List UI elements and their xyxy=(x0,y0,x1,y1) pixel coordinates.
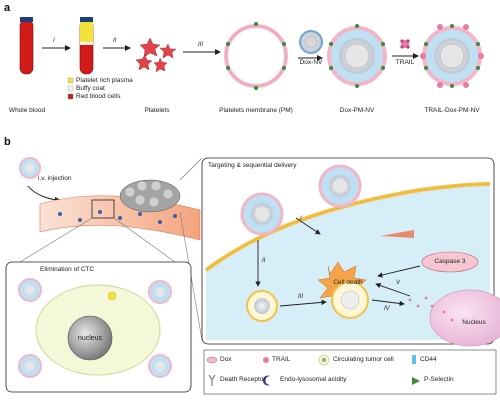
platelet-membrane-vesicle xyxy=(224,22,288,90)
roman-ii: II xyxy=(262,258,266,264)
platelets-cluster xyxy=(135,37,177,73)
roman-v: V xyxy=(396,280,401,286)
arrow-v xyxy=(375,282,411,297)
signal-wedge xyxy=(380,230,414,238)
cell-death-label: Cell death xyxy=(333,279,363,286)
caspase-to-death-arrow xyxy=(377,265,421,278)
legend-acidity-label: Endo-lysosomal acidity xyxy=(280,376,347,383)
legend-rbc-label: Red blood cells xyxy=(76,93,121,100)
trail-dox-pm-nv-label: TRAIL-Dox-PM-NV xyxy=(424,107,480,114)
legend-swatch-prp xyxy=(67,77,74,84)
p-selectin-icon xyxy=(412,377,420,385)
step-ii-label: II xyxy=(113,38,117,44)
zoom-line-top xyxy=(179,157,203,181)
targeting-box-title: Targeting & sequential delivery xyxy=(208,162,297,169)
roman-iii: III xyxy=(298,294,304,300)
membrane-label: Platelets membrane (PM) xyxy=(219,107,293,114)
dox-icon xyxy=(206,356,218,364)
membrane-bound-particles xyxy=(240,164,362,236)
tumor-cell-icon xyxy=(318,354,330,366)
caspase-label: Caspase 3 xyxy=(434,258,466,265)
trail-icon xyxy=(263,357,269,363)
death-receptor-icon xyxy=(208,374,216,386)
dox-pm-nv-label: Dox-PM-NV xyxy=(339,107,375,114)
platelets-label: Platelets xyxy=(144,107,170,114)
small-nucleus-label: nucleus xyxy=(77,335,103,342)
legend-swatch-rbc xyxy=(67,93,74,100)
trail-molecule-icon xyxy=(400,39,410,49)
tumor-nucleus xyxy=(429,289,500,347)
legend-buffy-label: Buffy coat xyxy=(76,85,105,92)
dox-nv-label: Dox-NV xyxy=(299,59,323,66)
acidity-icon xyxy=(262,375,270,386)
big-nucleus-label: Nucleus xyxy=(462,319,486,326)
separated-blood-tube xyxy=(79,17,94,75)
whole-blood-label: Whole blood xyxy=(8,107,46,114)
trail-dox-pm-nv-particle xyxy=(420,24,484,88)
roman-i: I xyxy=(300,216,302,222)
zoom-line-left xyxy=(19,217,93,263)
injection-label: i.v. injection xyxy=(38,175,72,182)
endosome-vesicle-1 xyxy=(246,290,278,322)
legend-dox-label: Dox xyxy=(220,356,232,363)
tumor-mass xyxy=(119,179,181,213)
legend-swatch-buffy xyxy=(67,85,74,92)
roman-iv: IV xyxy=(384,306,390,312)
legend-cd44-label: CD44 xyxy=(420,356,437,363)
dox-pm-nv-particle xyxy=(327,24,387,88)
step-iii-label: III xyxy=(198,42,204,48)
ctc-box-title: Elimination of CTC xyxy=(40,266,95,273)
dox-fragments xyxy=(408,296,454,322)
zoom-line-right xyxy=(113,217,176,263)
legend-p-selectin-label: P-Selectin xyxy=(424,376,454,383)
injected-particle xyxy=(19,157,41,179)
zoom-selection-box xyxy=(91,199,115,219)
legend-prp-label: Platelet rich plasma xyxy=(76,77,133,84)
vessel-particles xyxy=(58,210,177,224)
circulating-tumor-cell xyxy=(35,284,161,376)
whole-blood-tube xyxy=(19,17,34,75)
panel-a-tag: a xyxy=(4,2,11,14)
cd44-icon xyxy=(412,355,416,364)
arrow-i xyxy=(295,217,321,235)
dox-nv-particle xyxy=(299,30,323,54)
panel-b-tag: b xyxy=(4,136,11,148)
ctc-attached-particles xyxy=(18,278,172,378)
arrow-iv xyxy=(371,299,405,307)
legend-trail-label: TRAIL xyxy=(272,356,291,363)
legend-tumor-cell-label: Circulating tumor cell xyxy=(333,356,394,363)
arrow-iii xyxy=(279,299,327,307)
step-i-label: I xyxy=(53,38,55,44)
injection-arrow xyxy=(27,185,61,203)
legend-frame xyxy=(203,349,497,395)
trail-step-label: TRAIL xyxy=(395,59,415,66)
caspase3-bubble xyxy=(421,251,479,273)
endosome-vesicle-2 xyxy=(331,281,369,319)
legend-death-receptor-label: Death Receptor xyxy=(220,376,266,383)
